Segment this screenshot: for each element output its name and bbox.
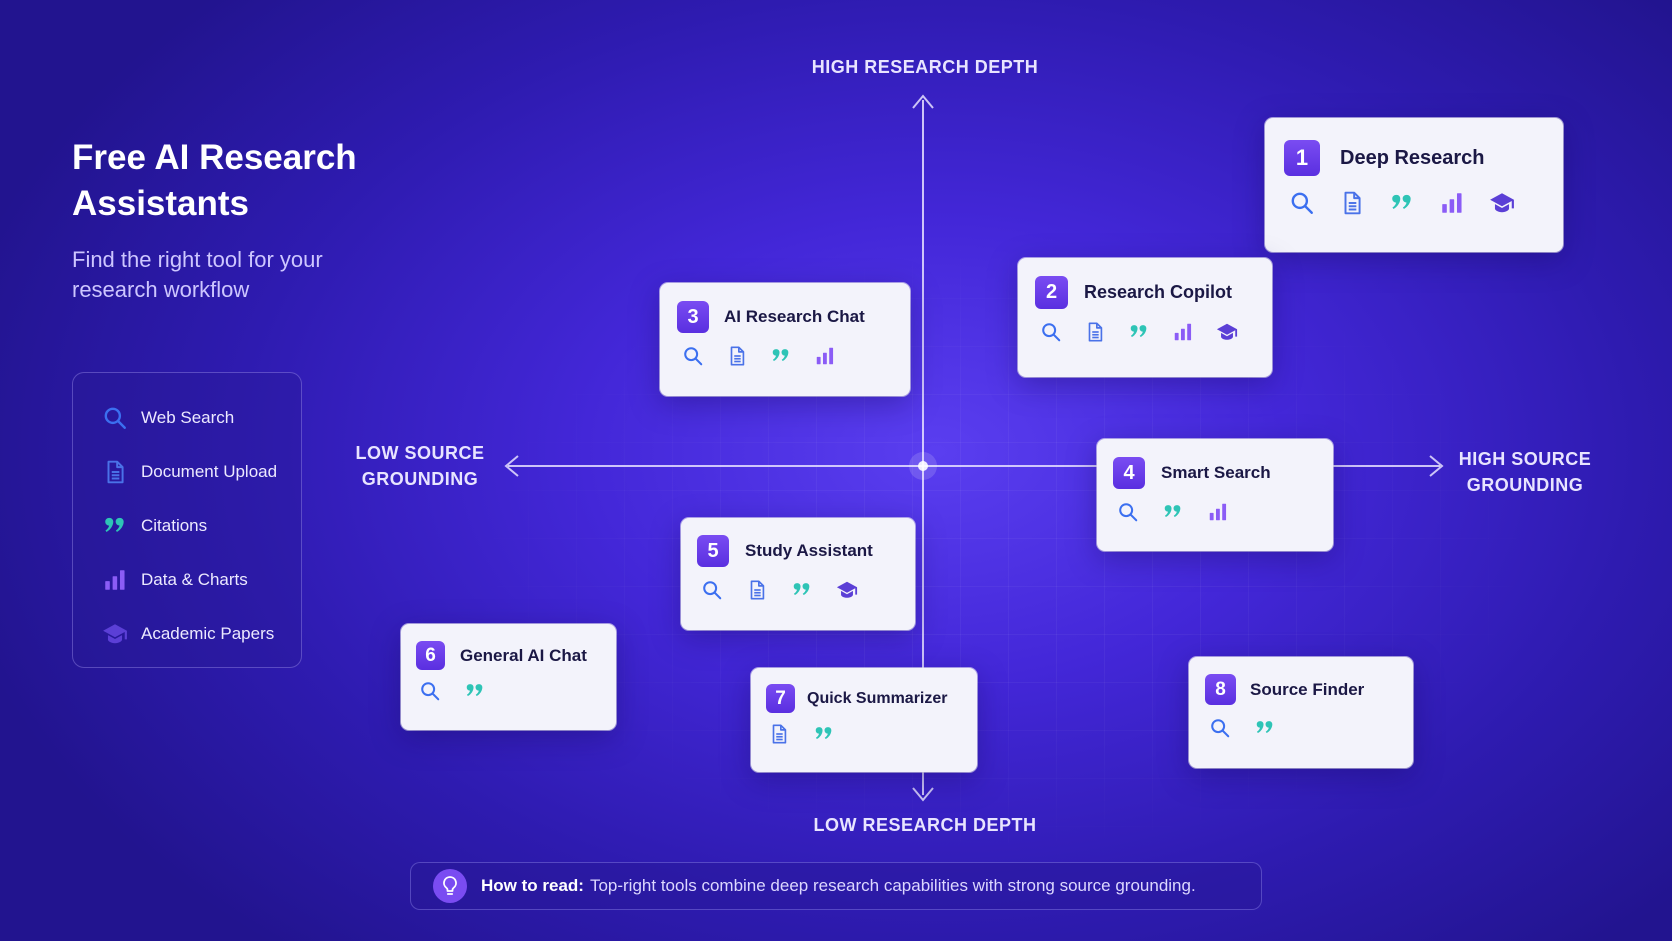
tool-number-badge: 2 xyxy=(1035,276,1068,309)
page-subtitle: Find the right tool for your research wo… xyxy=(72,247,323,302)
legend-item-document-upload: Document Upload xyxy=(101,445,301,499)
document-icon xyxy=(726,345,770,367)
graduation-cap-icon xyxy=(1216,321,1260,343)
legend-item-data-charts: Data & Charts xyxy=(101,553,301,607)
legend-label: Citations xyxy=(141,516,208,535)
feature-icons xyxy=(660,333,910,367)
quote-icon xyxy=(791,579,836,601)
tool-number-badge: 5 xyxy=(697,535,729,567)
tool-name: Source Finder xyxy=(1250,679,1365,699)
document-icon xyxy=(1084,321,1128,343)
axis-label-right: HIGH SOURCE GROUNDING xyxy=(1458,449,1592,495)
lightbulb-icon xyxy=(433,869,467,903)
tool-number-badge: 1 xyxy=(1284,140,1320,176)
quote-icon xyxy=(813,723,858,745)
how-to-read-banner: How to read: Top-right tools combine dee… xyxy=(410,862,1262,910)
tool-name: AI Research Chat xyxy=(724,307,865,326)
tool-name: Research Copilot xyxy=(1084,282,1233,302)
bar-chart-icon xyxy=(814,345,858,367)
tool-name: Deep Research xyxy=(1340,146,1485,169)
how-to-read-text: Top-right tools combine deep research ca… xyxy=(589,876,1196,895)
quote-icon xyxy=(464,680,509,702)
bar-chart-icon xyxy=(1207,501,1252,523)
bar-chart-icon xyxy=(1439,190,1489,216)
axis-label-top: HIGH RESEARCH DEPTH xyxy=(811,57,1039,77)
how-to-read-label: How to read: xyxy=(481,876,584,895)
legend-item-academic-papers: Academic Papers xyxy=(101,607,301,661)
bar-chart-icon xyxy=(1172,321,1216,343)
tool-number-badge: 7 xyxy=(766,684,795,713)
tool-card-deep-research[interactable]: 1 Deep Research xyxy=(1265,118,1563,252)
feature-icons xyxy=(1097,489,1333,523)
tool-name: Smart Search xyxy=(1161,463,1271,482)
document-icon xyxy=(768,723,813,745)
tool-name: Study Assistant xyxy=(745,541,873,560)
graduation-cap-icon xyxy=(836,579,881,601)
search-icon xyxy=(701,579,746,601)
page-title: Free AI Research Assistants xyxy=(72,138,357,223)
document-icon xyxy=(1339,190,1389,216)
tool-card-general-ai-chat[interactable]: 6 General AI Chat xyxy=(401,624,616,730)
tool-card-research-copilot[interactable]: 2 Research Copilot xyxy=(1018,258,1272,377)
tool-card-source-finder[interactable]: 8 Source Finder xyxy=(1189,657,1413,768)
bar-chart-icon xyxy=(101,566,129,594)
tool-name: General AI Chat xyxy=(460,645,587,665)
feature-icons xyxy=(751,713,977,745)
tool-number-badge: 3 xyxy=(677,301,709,333)
quote-icon xyxy=(770,345,814,367)
tool-card-smart-search[interactable]: 4 Smart Search xyxy=(1097,439,1333,551)
search-icon xyxy=(101,404,129,432)
quote-icon xyxy=(1254,717,1299,739)
tool-card-quick-summarizer[interactable]: 7 Quick Summarizer xyxy=(751,668,977,772)
search-icon xyxy=(1289,190,1339,216)
legend-label: Document Upload xyxy=(141,462,278,481)
feature-icons xyxy=(401,670,616,702)
quote-icon xyxy=(1389,190,1439,216)
feature-icons xyxy=(681,567,915,601)
legend-item-web-search: Web Search xyxy=(101,391,301,445)
feature-legend: Web Search Document Upload Citations Dat… xyxy=(72,372,302,668)
search-icon xyxy=(419,680,464,702)
feature-icons xyxy=(1018,309,1272,343)
search-icon xyxy=(1209,717,1254,739)
search-icon xyxy=(682,345,726,367)
search-icon xyxy=(1117,501,1162,523)
tool-number-badge: 8 xyxy=(1205,674,1236,705)
graduation-cap-icon xyxy=(101,620,129,648)
graduation-cap-icon xyxy=(1489,190,1539,216)
tool-card-study-assistant[interactable]: 5 Study Assistant xyxy=(681,518,915,630)
legend-label: Web Search xyxy=(141,408,235,427)
legend-item-citations: Citations xyxy=(101,499,301,553)
search-icon xyxy=(1040,321,1084,343)
quote-icon xyxy=(1162,501,1207,523)
document-icon xyxy=(101,458,129,486)
tool-number-badge: 6 xyxy=(416,641,445,670)
quote-icon xyxy=(101,512,129,540)
legend-label: Data & Charts xyxy=(141,570,248,589)
feature-icons xyxy=(1265,176,1563,216)
feature-icons xyxy=(1189,705,1413,739)
axis-label-bottom: LOW RESEARCH DEPTH xyxy=(813,815,1037,835)
quote-icon xyxy=(1128,321,1172,343)
legend-label: Academic Papers xyxy=(141,624,275,643)
tool-name: Quick Summarizer xyxy=(807,689,948,707)
document-icon xyxy=(746,579,791,601)
tool-card-ai-research-chat[interactable]: 3 AI Research Chat xyxy=(660,283,910,396)
tool-number-badge: 4 xyxy=(1113,457,1145,489)
axis-label-left: LOW SOURCE GROUNDING xyxy=(355,443,485,489)
